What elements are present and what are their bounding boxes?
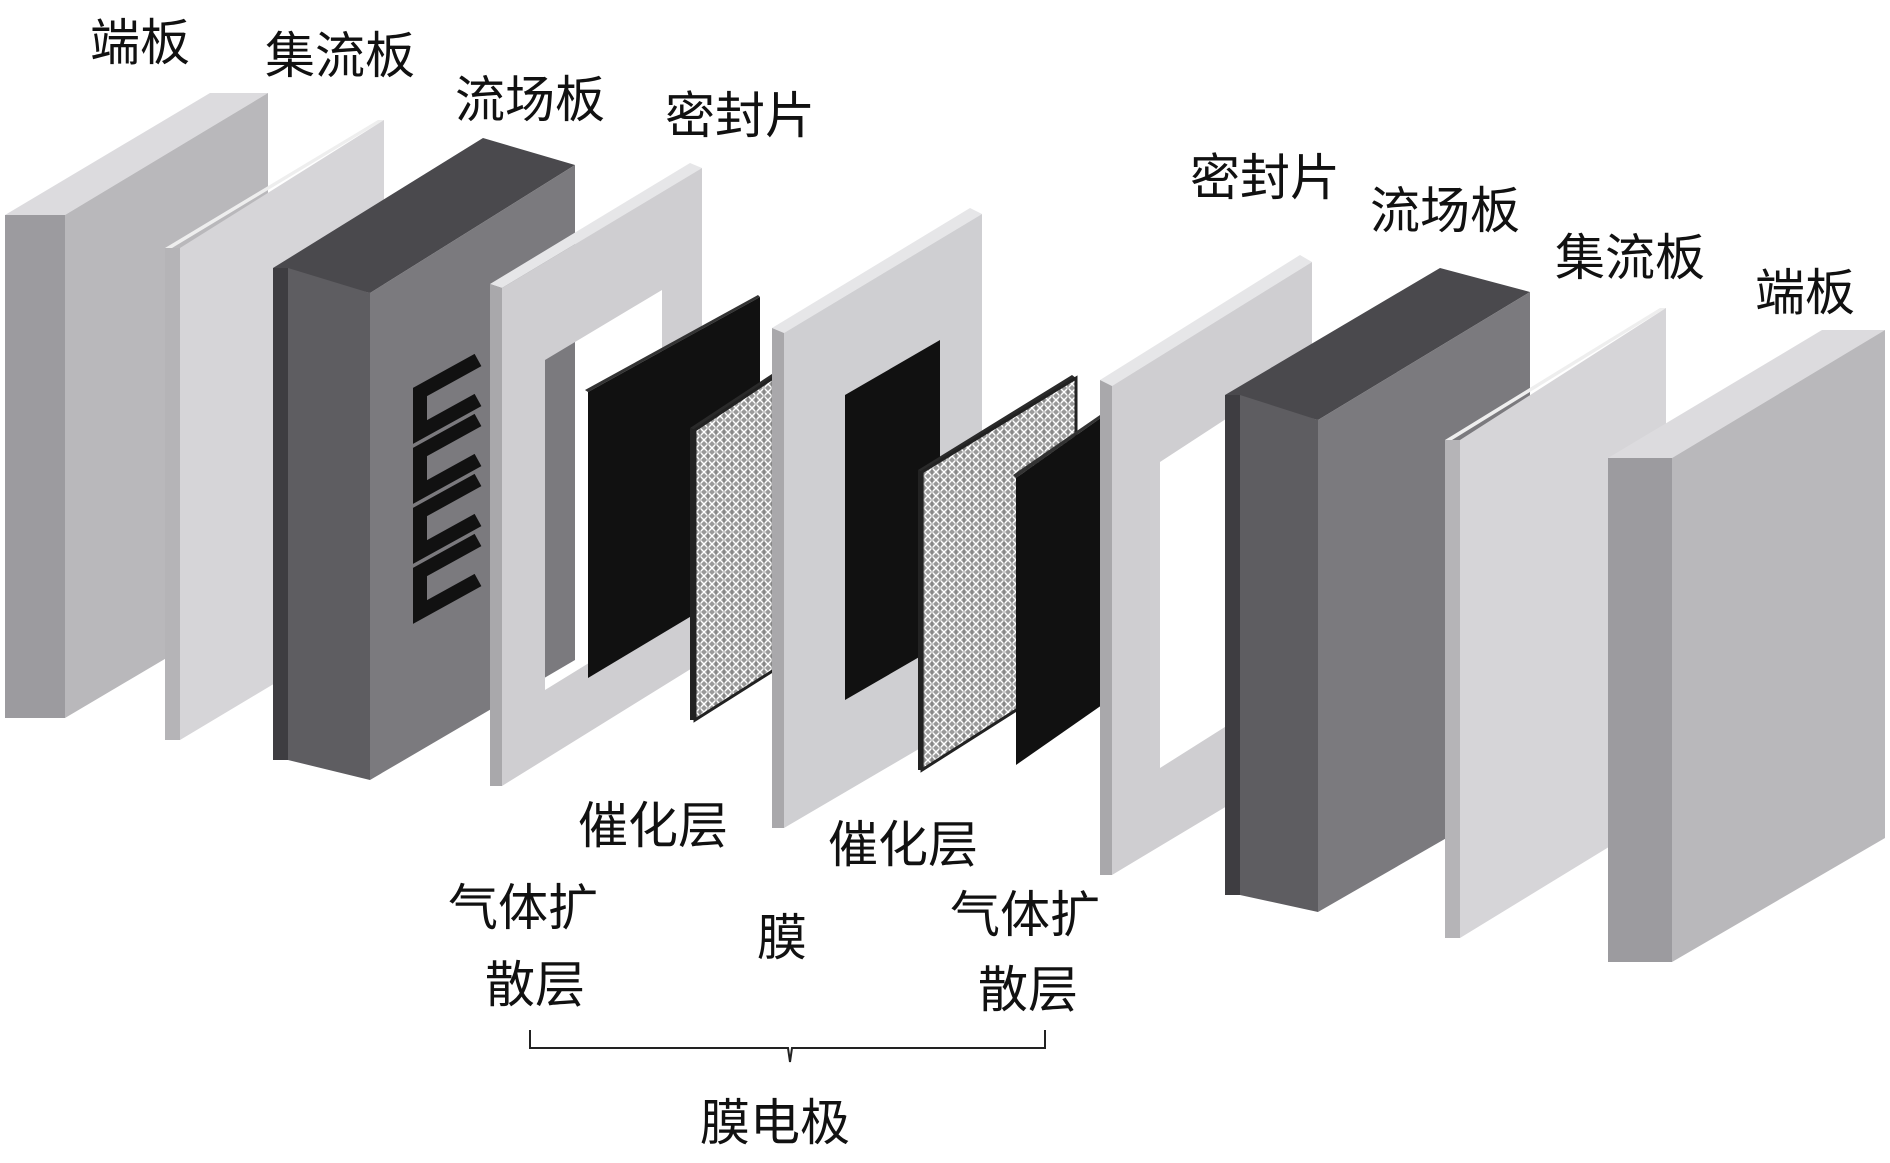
label-gdl-right-line1: 气体扩 bbox=[950, 886, 1100, 944]
label-membrane: 膜 bbox=[757, 909, 807, 967]
serpentine-channel bbox=[413, 353, 482, 624]
label-gasket-left: 密封片 bbox=[665, 87, 815, 145]
label-catalyst-layer-left: 催化层 bbox=[578, 797, 728, 855]
label-catalyst-layer-right: 催化层 bbox=[828, 816, 978, 874]
end-plate-right bbox=[1608, 330, 1885, 962]
label-gasket-right: 密封片 bbox=[1190, 149, 1340, 207]
label-current-collector-left: 集流板 bbox=[265, 27, 415, 85]
label-flow-field-plate-right: 流场板 bbox=[1370, 182, 1520, 240]
label-current-collector-right: 集流板 bbox=[1555, 229, 1705, 287]
label-mea: 膜电极 bbox=[700, 1094, 850, 1152]
label-end-plate-right: 端板 bbox=[1755, 264, 1855, 322]
label-gdl-left-line1: 气体扩 bbox=[448, 879, 598, 937]
label-gdl-right-line2: 散层 bbox=[978, 961, 1078, 1019]
label-flow-field-plate-left: 流场板 bbox=[455, 71, 605, 129]
label-end-plate-left: 端板 bbox=[90, 14, 190, 72]
catalyst-layer-right bbox=[1013, 415, 1102, 765]
label-gdl-left-line2: 散层 bbox=[485, 956, 585, 1014]
gas-diffusion-layer-left bbox=[690, 369, 784, 723]
mea-bracket bbox=[529, 1030, 1046, 1063]
